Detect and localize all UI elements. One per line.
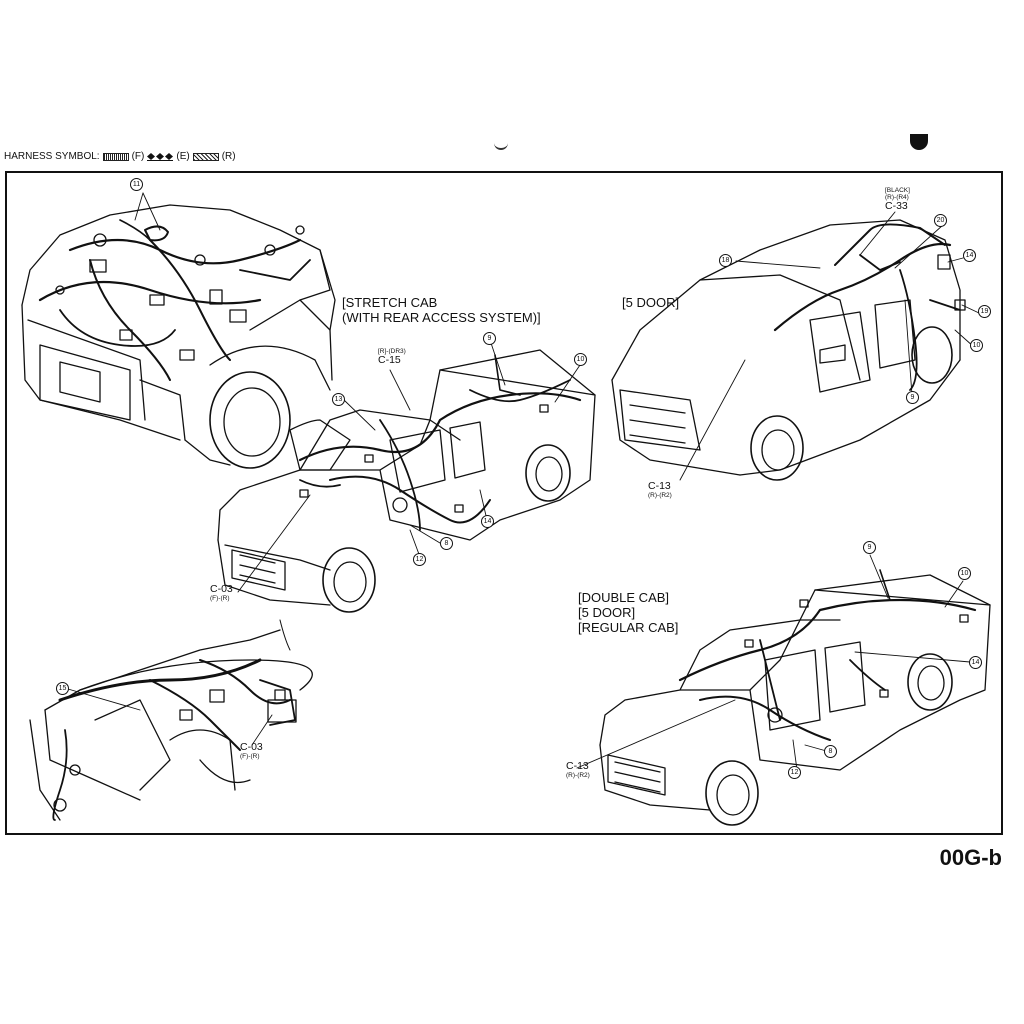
connector-c03-code: C-03 [240, 741, 263, 753]
connector-c13-code: C-13 [566, 760, 589, 772]
stretch-cab-line2: (WITH REAR ACCESS SYSTEM)] [342, 310, 541, 325]
dotted-pattern-icon [102, 152, 129, 161]
connector-c13-suv: C-13 (R)-(R2) [648, 480, 672, 500]
callout-8: 8 [824, 745, 837, 758]
connector-c15-sub: [R]-(DR3) [378, 348, 406, 355]
harness-symbol-legend: HARNESS SYMBOL: (F) (E) (R) [4, 151, 236, 162]
connector-c33-code: C-33 [885, 200, 908, 212]
callout-9: 9 [483, 332, 496, 345]
page-mark-right [910, 134, 928, 150]
stretch-cab-line1: [STRETCH CAB [342, 295, 438, 310]
connector-c13-sub: (R)-(R2) [648, 492, 672, 499]
callout-10: 10 [958, 567, 971, 580]
connector-c03-sub: (F)-(R) [210, 595, 230, 602]
callout-10: 10 [970, 339, 983, 352]
connector-c33: [BLACK] (R)-(R4) C-33 [885, 187, 910, 212]
view-label-five-door: [5 DOOR] [622, 295, 680, 310]
callout-14: 14 [969, 656, 982, 669]
hatched-pattern-icon [192, 152, 219, 161]
callout-18: 18 [719, 254, 732, 267]
legend-code-r: (R) [221, 151, 236, 162]
connector-c13-code: C-13 [648, 480, 671, 492]
page-code: 00G-b [939, 845, 1002, 870]
page-mark-left [494, 140, 508, 150]
legend-code-f: (F) [131, 151, 145, 162]
callout-12: 12 [788, 766, 801, 779]
connector-c03-stretch: C-03 (F)-(R) [210, 583, 233, 603]
callout-15: 15 [56, 682, 69, 695]
double-cab-line2: [5 DOOR] [578, 605, 636, 620]
connector-c15: [R]-(DR3) C-15 [378, 348, 406, 366]
connector-c13-sub: (R)-(R2) [566, 772, 590, 779]
callout-19: 19 [978, 305, 991, 318]
callout-14: 14 [963, 249, 976, 262]
legend-code-e: (E) [176, 151, 190, 162]
five-door-suv-illustration [611, 211, 980, 481]
double-cab-illustration [576, 554, 991, 826]
callout-10: 10 [574, 353, 587, 366]
dashboard-illustration [29, 619, 313, 821]
callout-14: 14 [481, 515, 494, 528]
callout-11: 11 [130, 178, 143, 191]
callout-9: 9 [863, 541, 876, 554]
callout-13: 13 [332, 393, 345, 406]
connector-c03-code: C-03 [210, 583, 233, 595]
double-cab-line1: [DOUBLE CAB] [578, 590, 670, 605]
view-label-double-cab: [DOUBLE CAB] [5 DOOR] [REGULAR CAB] [578, 590, 678, 635]
connector-c13-double-cab: C-13 (R)-(R2) [566, 760, 590, 780]
callout-9: 9 [906, 391, 919, 404]
diagram-frame [5, 171, 1003, 835]
callout-12: 12 [413, 553, 426, 566]
diamond-chain-icon [147, 152, 174, 161]
callout-8: 8 [440, 537, 453, 550]
connector-c33-sub2: (R)-(R4) [885, 194, 909, 201]
callout-20: 20 [934, 214, 947, 227]
connector-c33-sub1: [BLACK] [885, 187, 910, 194]
double-cab-line3: [REGULAR CAB] [578, 620, 679, 635]
engine-bay-illustration [21, 192, 336, 469]
connector-c15-code: C-15 [378, 354, 401, 366]
stretch-cab-illustration [217, 339, 596, 613]
legend-label: HARNESS SYMBOL: [4, 151, 100, 162]
connector-c03-dash: C-03 (F)-(R) [240, 741, 263, 761]
connector-c03-sub: (F)-(R) [240, 753, 260, 760]
view-label-stretch-cab: [STRETCH CAB (WITH REAR ACCESS SYSTEM)] [342, 295, 541, 325]
